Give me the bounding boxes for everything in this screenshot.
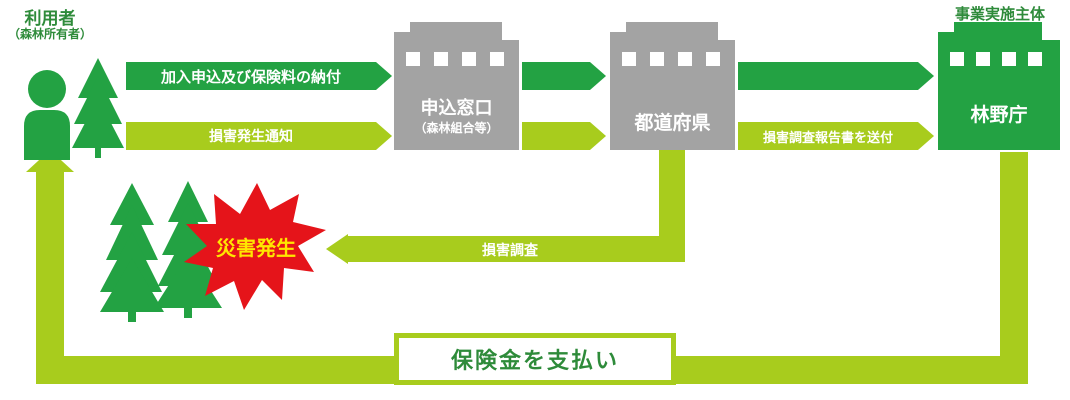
forest-trees-icon: [100, 181, 222, 322]
forestry-building: 林野庁: [938, 22, 1060, 150]
prefecture-building: 都道府県: [610, 22, 735, 150]
agency-header: 事業実施主体: [954, 5, 1045, 23]
payment-box: 保険金を支払い: [394, 333, 676, 385]
survey-path: [348, 148, 685, 262]
notice-label: 損害発生通知: [209, 129, 293, 145]
apply-label: 加入申込及び保険料の納付: [160, 68, 341, 86]
apply-arrow-2: [522, 62, 606, 90]
office-name: 申込窓口: [420, 98, 493, 119]
notice-arrow-1: [126, 122, 392, 150]
disaster-label: 災害発生: [216, 236, 296, 260]
survey-arrowhead: [326, 234, 348, 264]
payment-label: 保険金を支払い: [450, 349, 619, 374]
office-subtitle: （森林組合等）: [414, 121, 499, 135]
prefecture-name: 都道府県: [634, 112, 711, 134]
report-label: 損害調査報告書を送付: [762, 131, 893, 146]
notice-arrow-2: [522, 122, 606, 150]
office-building: 申込窓口 （森林組合等）: [394, 22, 519, 150]
apply-arrow-3: [738, 62, 934, 90]
user-subtitle: （森林所有者）: [7, 27, 92, 41]
survey-label: 損害調査: [482, 243, 538, 259]
report-arrow: [738, 122, 934, 150]
user-title: 利用者: [24, 9, 76, 29]
forestry-name: 林野庁: [970, 104, 1028, 126]
disaster-burst-icon: [184, 183, 326, 310]
apply-arrow-1: [126, 62, 392, 90]
payment-arrowhead: [26, 150, 74, 172]
tree-icon: [72, 58, 124, 158]
person-icon: [24, 70, 70, 160]
